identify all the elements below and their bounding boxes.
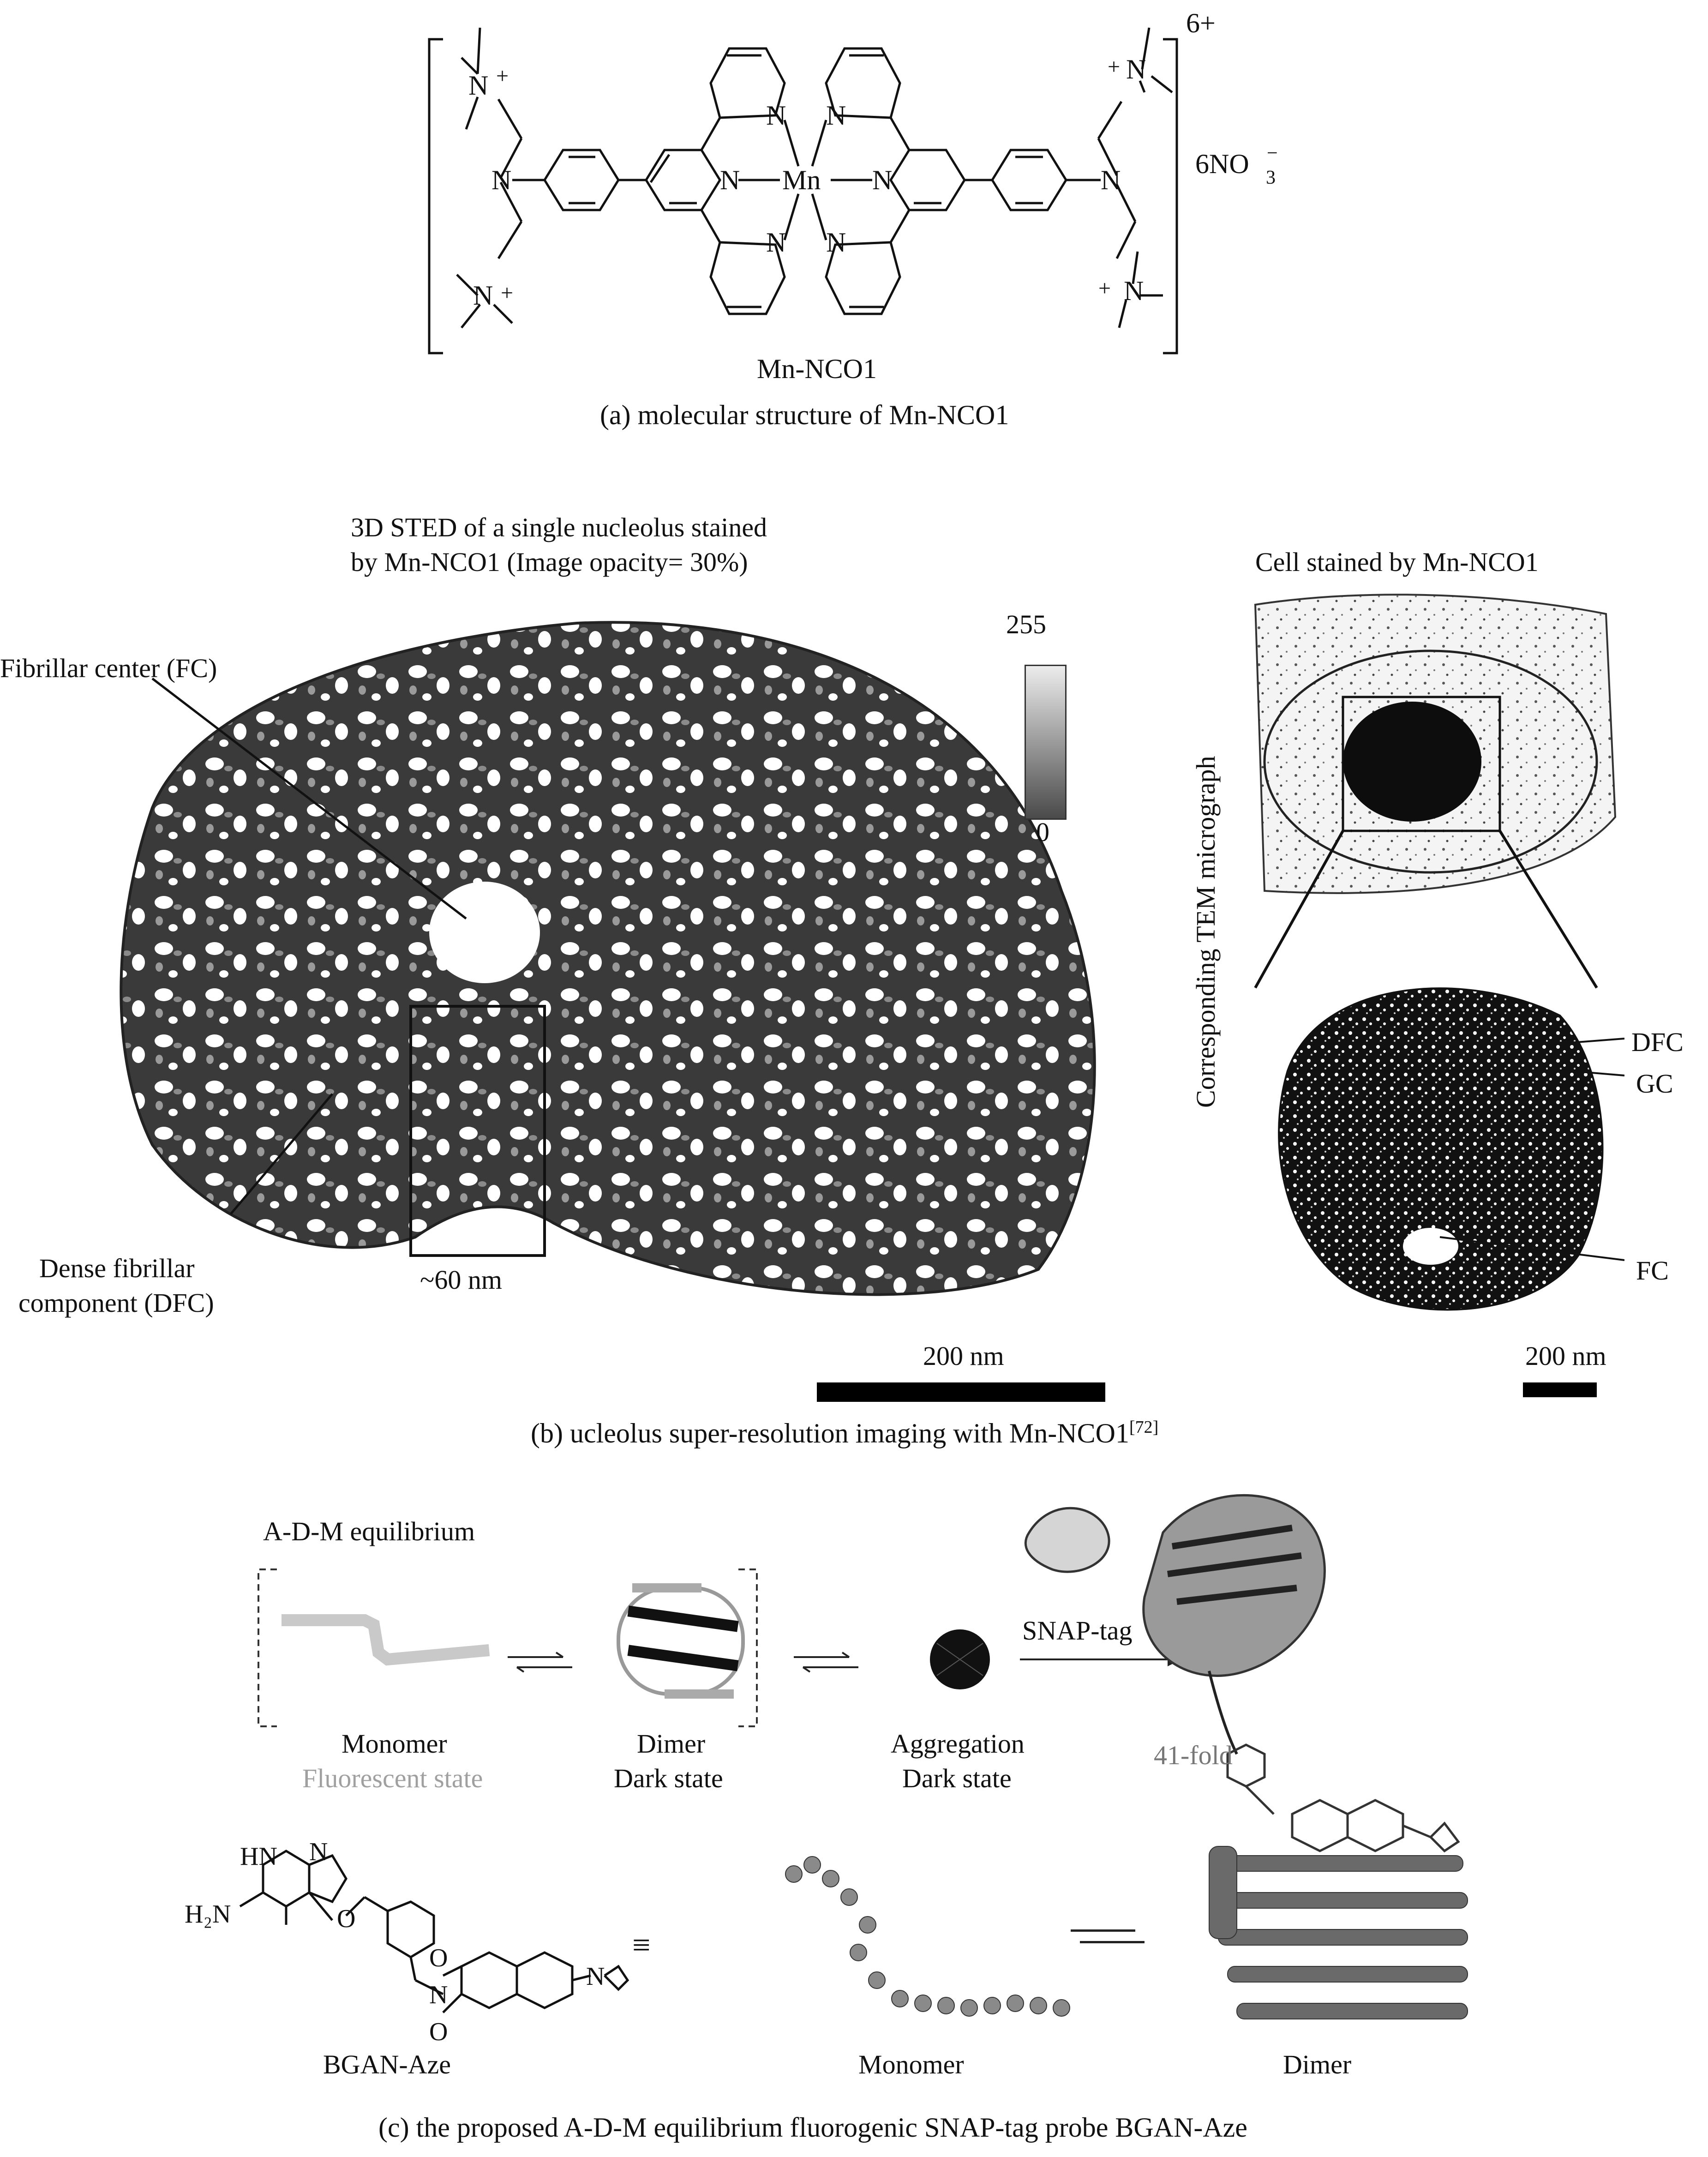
hn-atom: HN [240, 1842, 277, 1871]
eq-arrow-forward [1071, 1929, 1135, 1932]
atom-label: N [766, 100, 786, 131]
monomer-state: Fluorescent state [302, 1763, 483, 1793]
tem-title: Cell stained by Mn-NCO1 [1255, 547, 1539, 577]
counterion: 6NO [1195, 149, 1249, 179]
label-dfc-line1: Dense fibrillar [39, 1253, 195, 1283]
sted-title-line1: 3D STED of a single nucleolus stained [351, 512, 767, 542]
sted-title-line2: by Mn-NCO1 (Image opacity= 30%) [351, 547, 748, 577]
aggregation-state: Dark state [902, 1763, 1012, 1793]
snap-tag-label: SNAP-tag [1022, 1616, 1133, 1646]
eq-arrow-back [1080, 1941, 1145, 1943]
panel-b-caption-text: (b) ucleolus super-resolution imaging wi… [531, 1418, 1129, 1448]
atom-label: N [872, 165, 892, 195]
tem-micrographs [1254, 594, 1624, 1311]
counterion-superscript: − [1267, 143, 1278, 164]
n-atom: N [429, 1981, 448, 2009]
dimer-shape [617, 1583, 745, 1699]
label-fibrillar-center: Fibrillar center (FC) [0, 653, 217, 683]
atom-label: N [826, 100, 846, 131]
label-60nm: ~60 nm [420, 1265, 502, 1295]
n-atom: N [309, 1838, 328, 1866]
colorbar-max-label: 255 [1006, 609, 1046, 639]
monomer-label: Monomer [342, 1729, 447, 1759]
o-atom: O [337, 1905, 355, 1933]
mn-nco1-structure: N + N N + N N N Mn N N N N N + N + 6+ 6N… [428, 8, 1278, 354]
o-atom: O [429, 1944, 448, 1972]
atom-label: N [1101, 165, 1121, 195]
scale-bar-left-label: 200 nm [923, 1341, 1004, 1371]
counterion-subscript: 3 [1266, 167, 1276, 188]
sted-nucleolus-image [120, 621, 1096, 1296]
charge-plus: + [1098, 276, 1111, 300]
monomer-strand [282, 1614, 490, 1666]
complex-charge: 6+ [1186, 8, 1216, 38]
equilibrium-title: A-D-M equilibrium [263, 1516, 475, 1546]
atom-label: N [491, 165, 511, 195]
h2n-group: H₂N [185, 1900, 231, 1929]
tem-label-gc: GC [1636, 1069, 1673, 1099]
panel-a-caption: (a) molecular structure of Mn-NCO1 [600, 400, 1009, 430]
label-dfc-line2: component (DFC) [18, 1288, 214, 1318]
scale-bar-right [1523, 1382, 1597, 1397]
scale-bar-right-label: 200 nm [1525, 1341, 1606, 1371]
atom-label: N [1126, 54, 1146, 84]
tem-label-fc: FC [1636, 1256, 1669, 1286]
monomer-model-label: Monomer [858, 2049, 964, 2079]
probe-name-label: BGAN-Aze [323, 2049, 451, 2079]
intensity-colorbar [1025, 665, 1067, 820]
charge-plus: + [501, 281, 513, 305]
panel-b-caption-ref: [72] [1129, 1418, 1159, 1437]
tem-label-dfc: DFC [1631, 1027, 1684, 1057]
dimer-model-label: Dimer [1283, 2049, 1352, 2079]
compound-name: Mn-NCO1 [757, 354, 877, 384]
atom-label: N [766, 227, 786, 258]
o-atom: O [429, 2018, 448, 2046]
atom-label: N [826, 227, 846, 258]
dimer-state: Dark state [614, 1763, 723, 1793]
atom-label: N [473, 280, 493, 311]
bgan-aze-structure: HN N O H₂N O O N N [185, 1838, 629, 2046]
fold-increase-label: 41-fold [1154, 1740, 1233, 1770]
tem-side-label: Corresponding TEM micrograph [1191, 756, 1221, 1108]
scale-bar-left [817, 1382, 1105, 1402]
colorbar-min-label: 0 [1036, 817, 1049, 847]
charge-plus: + [496, 64, 509, 88]
atom-label: N [720, 165, 740, 195]
equilibrium-scheme [258, 1568, 1181, 1727]
equivalence-sign: ≡ [632, 1928, 651, 1963]
panel-b-caption: (b) ucleolus super-resolution imaging wi… [531, 1417, 1158, 1449]
charge-plus: + [1108, 54, 1120, 79]
panel-c-caption: (c) the proposed A-D-M equilibrium fluor… [378, 2112, 1247, 2143]
n-atom: N [586, 1962, 605, 1991]
atom-label: N [1124, 276, 1144, 306]
aggregation-label: Aggregation [891, 1729, 1025, 1759]
dimer-stack-model [1209, 1846, 1468, 2019]
snap-tag-protein [1024, 1494, 1460, 1853]
atom-label: N [468, 70, 488, 101]
dimer-label: Dimer [637, 1729, 706, 1759]
metal-label: Mn [782, 165, 821, 195]
monomer-ball-stick-model [785, 1856, 1070, 2017]
